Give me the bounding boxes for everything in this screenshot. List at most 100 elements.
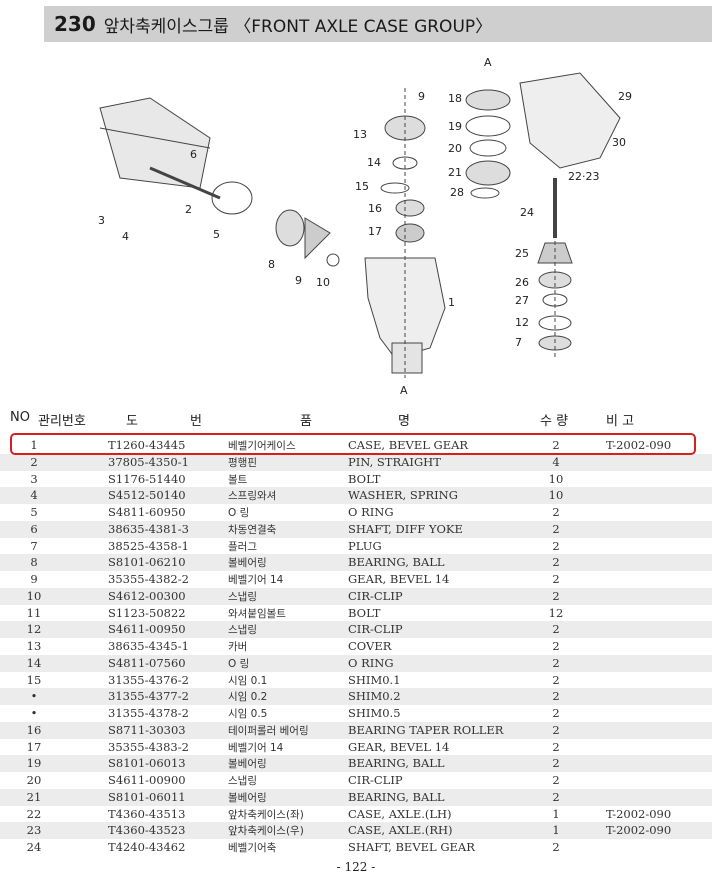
cell-qty: 10 — [548, 488, 564, 503]
cell-eng: O RING — [348, 655, 394, 670]
cell-kor: 시임 0.1 — [228, 674, 268, 687]
callout-13: 13 — [353, 128, 367, 141]
callout-22-23: 22·23 — [568, 170, 600, 183]
cell-kor: 테이퍼롤러 베어링 — [228, 724, 309, 737]
cell-kor: 볼베어링 — [228, 758, 267, 771]
cell-qty: 2 — [552, 622, 560, 637]
cell-kor: 볼베어링 — [228, 791, 267, 804]
cell-part: S1176-51440 — [108, 471, 186, 486]
cell-qty: 2 — [552, 840, 560, 854]
callout-21: 21 — [448, 166, 462, 179]
cell-qty: 2 — [552, 756, 560, 771]
cell-kor: O 링 — [228, 507, 250, 519]
cell-kor: 베벨기어 14 — [228, 574, 284, 586]
cell-kor: 카버 — [228, 641, 248, 653]
cell-part: S1123-50822 — [108, 605, 186, 620]
cell-eng: GEAR, BEVEL 14 — [348, 572, 450, 586]
cell-part: S8101-06013 — [108, 756, 186, 771]
cell-kor: 평행핀 — [228, 456, 257, 469]
cell-qty: 4 — [552, 454, 560, 469]
cell-kor: 앞차축케이스(우) — [228, 825, 304, 838]
cell-eng: O RING — [348, 505, 394, 519]
cell-no: 17 — [26, 739, 42, 754]
cell-no: 1 — [30, 438, 38, 452]
cell-eng: SHIM0.5 — [348, 706, 401, 720]
cell-eng: BEARING TAPER ROLLER — [348, 722, 504, 737]
cell-part: S8711-30303 — [108, 722, 186, 737]
cell-qty: 10 — [548, 471, 564, 486]
cell-qty: 2 — [552, 789, 560, 804]
col-pum: 품 — [300, 414, 312, 429]
cell-kor: 스냅링 — [228, 590, 257, 603]
cell-kor: 시임 0.5 — [228, 708, 268, 720]
callout-30: 30 — [612, 136, 626, 149]
cell-eng: BOLT — [348, 605, 381, 620]
cell-eng: CASE, AXLE.(RH) — [348, 823, 453, 838]
col-myeong: 명 — [398, 414, 410, 429]
cell-part: S4811-60950 — [108, 505, 186, 519]
cell-qty: 2 — [552, 572, 560, 586]
cell-qty: 12 — [548, 605, 564, 620]
cell-kor: 스냅링 — [228, 624, 257, 637]
cell-no: 7 — [30, 538, 38, 553]
cell-part: 38525-4358-1 — [108, 538, 189, 553]
cell-qty: 2 — [552, 773, 560, 787]
col-qty: 수 량 — [540, 414, 569, 429]
cell-eng: BOLT — [348, 471, 381, 486]
callout-11: 9 — [418, 90, 425, 103]
callout-25: 25 — [515, 247, 529, 260]
cell-eng: BEARING, BALL — [348, 756, 445, 771]
cell-qty: 2 — [552, 722, 560, 737]
callout-16: 16 — [368, 202, 382, 215]
cell-no: 20 — [26, 773, 42, 787]
col-beon: 번 — [190, 414, 202, 429]
cell-no: 9 — [30, 572, 38, 586]
col-remark: 비 고 — [606, 414, 635, 429]
cell-part: T4360-43513 — [108, 806, 186, 821]
cell-remark: T-2002-090 — [606, 823, 672, 838]
cell-part: 31355-4376-2 — [108, 672, 189, 687]
cell-kor: 스냅링 — [228, 775, 257, 787]
callout-27: 27 — [515, 294, 529, 307]
cell-no: 21 — [26, 789, 42, 804]
cell-eng: SHAFT, DIFF YOKE — [348, 521, 463, 536]
exploded-view-diagram: 6 9 2 3 4 5 8 9 10 1 13 14 15 16 17 18 1… — [0, 48, 712, 400]
section-title: 앞차축케이스그룹 〈FRONT AXLE CASE GROUP〉 — [103, 16, 493, 37]
cell-kor: 시임 0.2 — [228, 691, 268, 704]
cell-qty: 2 — [552, 655, 560, 670]
callout-14: 14 — [367, 156, 381, 169]
cell-no: 19 — [26, 756, 42, 771]
cell-qty: 2 — [552, 538, 560, 553]
callout-6: 6 — [190, 148, 197, 161]
cell-kor: 스프링와셔 — [228, 490, 277, 503]
callout-26: 26 — [515, 276, 529, 289]
callout-10: 10 — [316, 276, 330, 289]
cell-kor: 차동연결축 — [228, 523, 277, 536]
section-number: 230 — [54, 12, 96, 36]
cell-part: 31355-4378-2 — [108, 706, 189, 720]
callout-18: 18 — [448, 92, 462, 105]
cell-part: 35355-4382-2 — [108, 572, 189, 586]
cell-qty: 2 — [552, 555, 560, 570]
cell-part: T1260-43445 — [108, 438, 186, 452]
cell-qty: 2 — [552, 505, 560, 519]
cell-remark: T-2002-090 — [606, 806, 672, 821]
cell-part: S4612-00300 — [108, 588, 186, 603]
cell-qty: 1 — [552, 823, 560, 838]
cell-eng: CIR-CLIP — [348, 773, 403, 787]
cell-qty: 1 — [552, 806, 560, 821]
table-row: 9 35355-4382-2 베벨기어 14 GEAR, BEVEL 14 2 — [0, 571, 712, 588]
page-number: - 122 - — [336, 860, 376, 874]
cell-no: 3 — [30, 471, 38, 486]
cell-eng: CIR-CLIP — [348, 588, 403, 603]
cell-eng: CIR-CLIP — [348, 622, 403, 637]
